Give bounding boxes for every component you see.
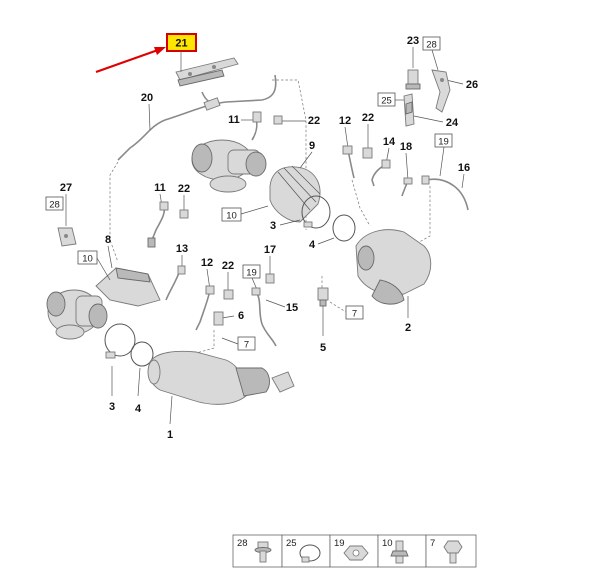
- callout-19-mid-box: [242, 264, 261, 279]
- part-13-sensor[interactable]: [165, 265, 186, 301]
- nut-icon: [343, 545, 369, 561]
- callout-28-left-box: [45, 196, 64, 211]
- part-11-sensor-upper[interactable]: [251, 111, 262, 141]
- part-15-pressure-line[interactable]: [251, 287, 277, 347]
- fastener-legend: 28 25 19 10 7: [232, 534, 477, 568]
- callout-2: 2: [405, 322, 411, 334]
- callout-5: 5: [320, 342, 326, 354]
- callout-7-mid-box: [237, 336, 256, 351]
- flange-bolt-icon: [254, 541, 272, 563]
- highlight-box[interactable]: [166, 33, 197, 52]
- callout-27: 27: [60, 182, 72, 194]
- part-14-sensor[interactable]: [371, 159, 391, 187]
- callout-4-upper: 4: [309, 239, 316, 251]
- callout-22-upper: 22: [308, 115, 320, 127]
- part-12-sensor-right[interactable]: [342, 145, 355, 179]
- part-bracket-lower-right: [271, 371, 295, 393]
- part-22-clip-mid[interactable]: [179, 209, 189, 219]
- callout-24: 24: [446, 117, 459, 129]
- callout-19-mid: 19: [246, 268, 257, 279]
- pointer-arrow-head: [154, 47, 166, 55]
- callout-12-right: 12: [339, 115, 351, 127]
- part-23-sensor[interactable]: [405, 69, 421, 90]
- part-6-sensor[interactable]: [213, 311, 224, 326]
- callout-10-upper-box: [221, 207, 242, 222]
- callout-25-box: [377, 92, 396, 107]
- callout-28-right-box: [422, 36, 441, 51]
- part-12-sensor-mid[interactable]: [195, 285, 215, 331]
- callout-11-lower: 11: [154, 182, 166, 194]
- turbocharger-upper: [191, 139, 267, 193]
- part-8-heat-shield[interactable]: [95, 267, 161, 307]
- callout-22-lower: 22: [222, 260, 234, 272]
- stud-bolt-icon: [390, 540, 409, 564]
- callout-13: 13: [176, 243, 188, 255]
- callout-18: 18: [400, 141, 412, 153]
- callout-15: 15: [286, 302, 298, 314]
- callout-12-mid: 12: [201, 257, 213, 269]
- part-27-bracket-left[interactable]: [57, 227, 77, 247]
- highlight-marker: 21: [95, 33, 197, 74]
- part-5-sensor[interactable]: [317, 287, 329, 307]
- part-26-bracket[interactable]: [431, 69, 451, 113]
- part-22-clip-lower[interactable]: [223, 289, 234, 300]
- callout-3-upper: 3: [270, 220, 276, 232]
- part-24-holder[interactable]: [403, 93, 415, 127]
- callout-1: 1: [167, 429, 173, 441]
- callout-7-right: 7: [352, 309, 357, 320]
- callout-22-mid: 22: [178, 183, 190, 195]
- callout-3-lower: 3: [109, 401, 115, 413]
- callout-17: 17: [264, 244, 276, 256]
- callout-4-lower: 4: [135, 403, 142, 415]
- callout-14: 14: [383, 136, 396, 148]
- part-4-gasket-lower[interactable]: [130, 341, 154, 367]
- part-9-flex-pipe[interactable]: [269, 165, 321, 223]
- part-22-clip-upper[interactable]: [273, 115, 283, 125]
- callout-25: 25: [381, 96, 392, 107]
- callout-8: 8: [105, 234, 111, 246]
- callout-6: 6: [238, 310, 244, 322]
- legend-label-25: 25: [286, 538, 297, 549]
- hex-bolt-icon: [443, 540, 463, 564]
- part-18-sensor[interactable]: [401, 177, 413, 197]
- callout-7-mid: 7: [244, 340, 249, 351]
- callout-20: 20: [141, 92, 153, 104]
- part-21-bracket[interactable]: [175, 57, 239, 87]
- part-17-sensor[interactable]: [265, 273, 275, 284]
- callout-19-right-box: [434, 133, 453, 148]
- callout-11-upper: 11: [228, 114, 240, 126]
- part-1-catalytic-converter[interactable]: [147, 350, 270, 405]
- callout-10-upper: 10: [226, 211, 237, 222]
- legend-label-7: 7: [430, 538, 435, 549]
- callout-26: 26: [466, 79, 478, 91]
- callout-28-left: 28: [49, 200, 60, 211]
- part-22-clip-right[interactable]: [362, 147, 373, 159]
- callout-23: 23: [407, 35, 419, 47]
- hose-clamp-icon: [299, 544, 321, 563]
- part-11-sensor-lower[interactable]: [147, 201, 169, 248]
- part-20-sensor-wire[interactable]: [117, 74, 277, 161]
- part-3-clamp-lower[interactable]: [104, 323, 136, 359]
- part-2-particulate-filter[interactable]: [355, 229, 432, 305]
- callout-7-right-box: [345, 305, 364, 320]
- callout-22-right: 22: [362, 112, 374, 124]
- turbocharger-lower: [46, 289, 108, 340]
- callout-16: 16: [458, 162, 470, 174]
- legend-label-28: 28: [237, 538, 248, 549]
- part-4-gasket-upper[interactable]: [332, 214, 356, 242]
- callout-10-left: 10: [82, 254, 93, 265]
- callout-28-right: 28: [426, 40, 437, 51]
- legend-label-19: 19: [334, 538, 345, 549]
- legend-label-10: 10: [382, 538, 393, 549]
- callout-19-right: 19: [438, 137, 449, 148]
- callout-21: 21: [175, 38, 187, 50]
- callout-10-left-box: [77, 250, 98, 265]
- pointer-arrow-line: [95, 48, 159, 74]
- part-16-pressure-line[interactable]: [421, 175, 469, 211]
- callout-9: 9: [309, 140, 315, 152]
- part-3-clamp-upper[interactable]: [301, 195, 331, 229]
